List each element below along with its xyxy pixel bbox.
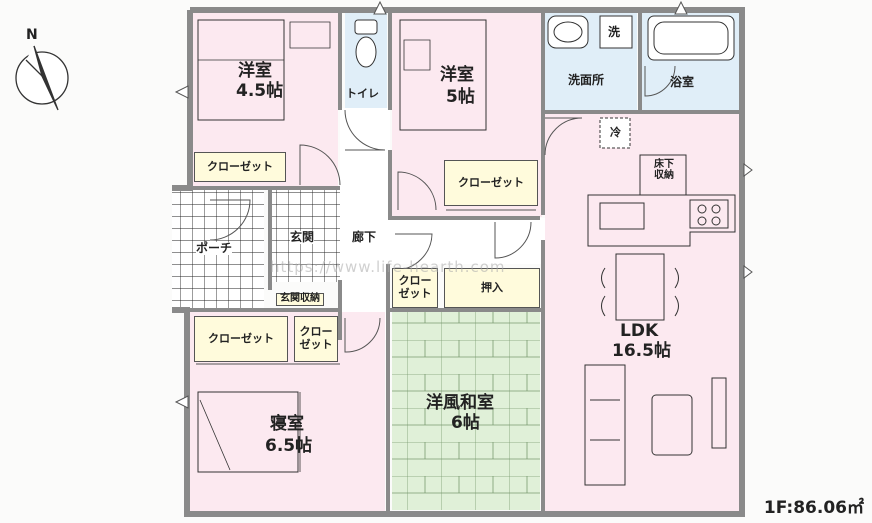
closet-western-45: クローゼット — [194, 152, 286, 182]
western-5-size: 5帖 — [446, 87, 475, 107]
oshiire: 押入 — [444, 268, 540, 308]
closet-bedroom-small: クロー ゼット — [294, 316, 338, 362]
closet-label: クローゼット — [458, 175, 524, 189]
closet-bedroom: クローゼット — [194, 316, 288, 362]
closet-label: クロー ゼット — [398, 274, 432, 300]
closet-label: クローゼット — [208, 331, 274, 345]
floor-area-label: 1F:86.06㎡ — [763, 498, 864, 518]
closet-western-5: クローゼット — [444, 160, 538, 206]
western-5-name: 洋室 — [440, 65, 474, 85]
room-hallway-2 — [390, 218, 545, 264]
bedroom-name: 寝室 — [270, 414, 304, 434]
entrance-storage-label: 玄関収納 — [276, 293, 324, 306]
toilet-label: トイレ — [346, 87, 379, 100]
bedroom-size: 6.5帖 — [265, 436, 313, 456]
watermark-url: https://www.life-hearth.com — [270, 258, 506, 276]
entrance-label: 玄関 — [290, 230, 315, 244]
closet-label: クロー ゼット — [299, 325, 333, 351]
hallway-label: 廊下 — [352, 230, 377, 244]
closet-label: クローゼット — [207, 159, 273, 173]
underfloor-storage-label: 床下 収納 — [654, 159, 674, 181]
closet-hall: クロー ゼット — [392, 268, 438, 308]
room-japanese — [392, 310, 540, 510]
bath-label: 浴室 — [670, 75, 695, 89]
fridge-label: 冷 — [610, 126, 621, 139]
japanese-room-name: 洋風和室 — [426, 393, 494, 413]
north-label: N — [26, 27, 38, 43]
washer-label: 洗 — [608, 25, 621, 39]
washroom-label: 洗面所 — [568, 73, 605, 87]
ldk-name: LDK — [620, 321, 659, 341]
western-45-size: 4.5帖 — [236, 81, 284, 101]
ldk-size: 16.5帖 — [612, 341, 671, 361]
compass-north-arrow: N — [10, 27, 72, 120]
western-45-name: 洋室 — [238, 61, 272, 81]
oshiire-label: 押入 — [481, 280, 503, 294]
japanese-room-size: 6帖 — [451, 413, 480, 433]
porch-label: ポーチ — [196, 241, 233, 255]
room-hallway — [340, 108, 390, 340]
